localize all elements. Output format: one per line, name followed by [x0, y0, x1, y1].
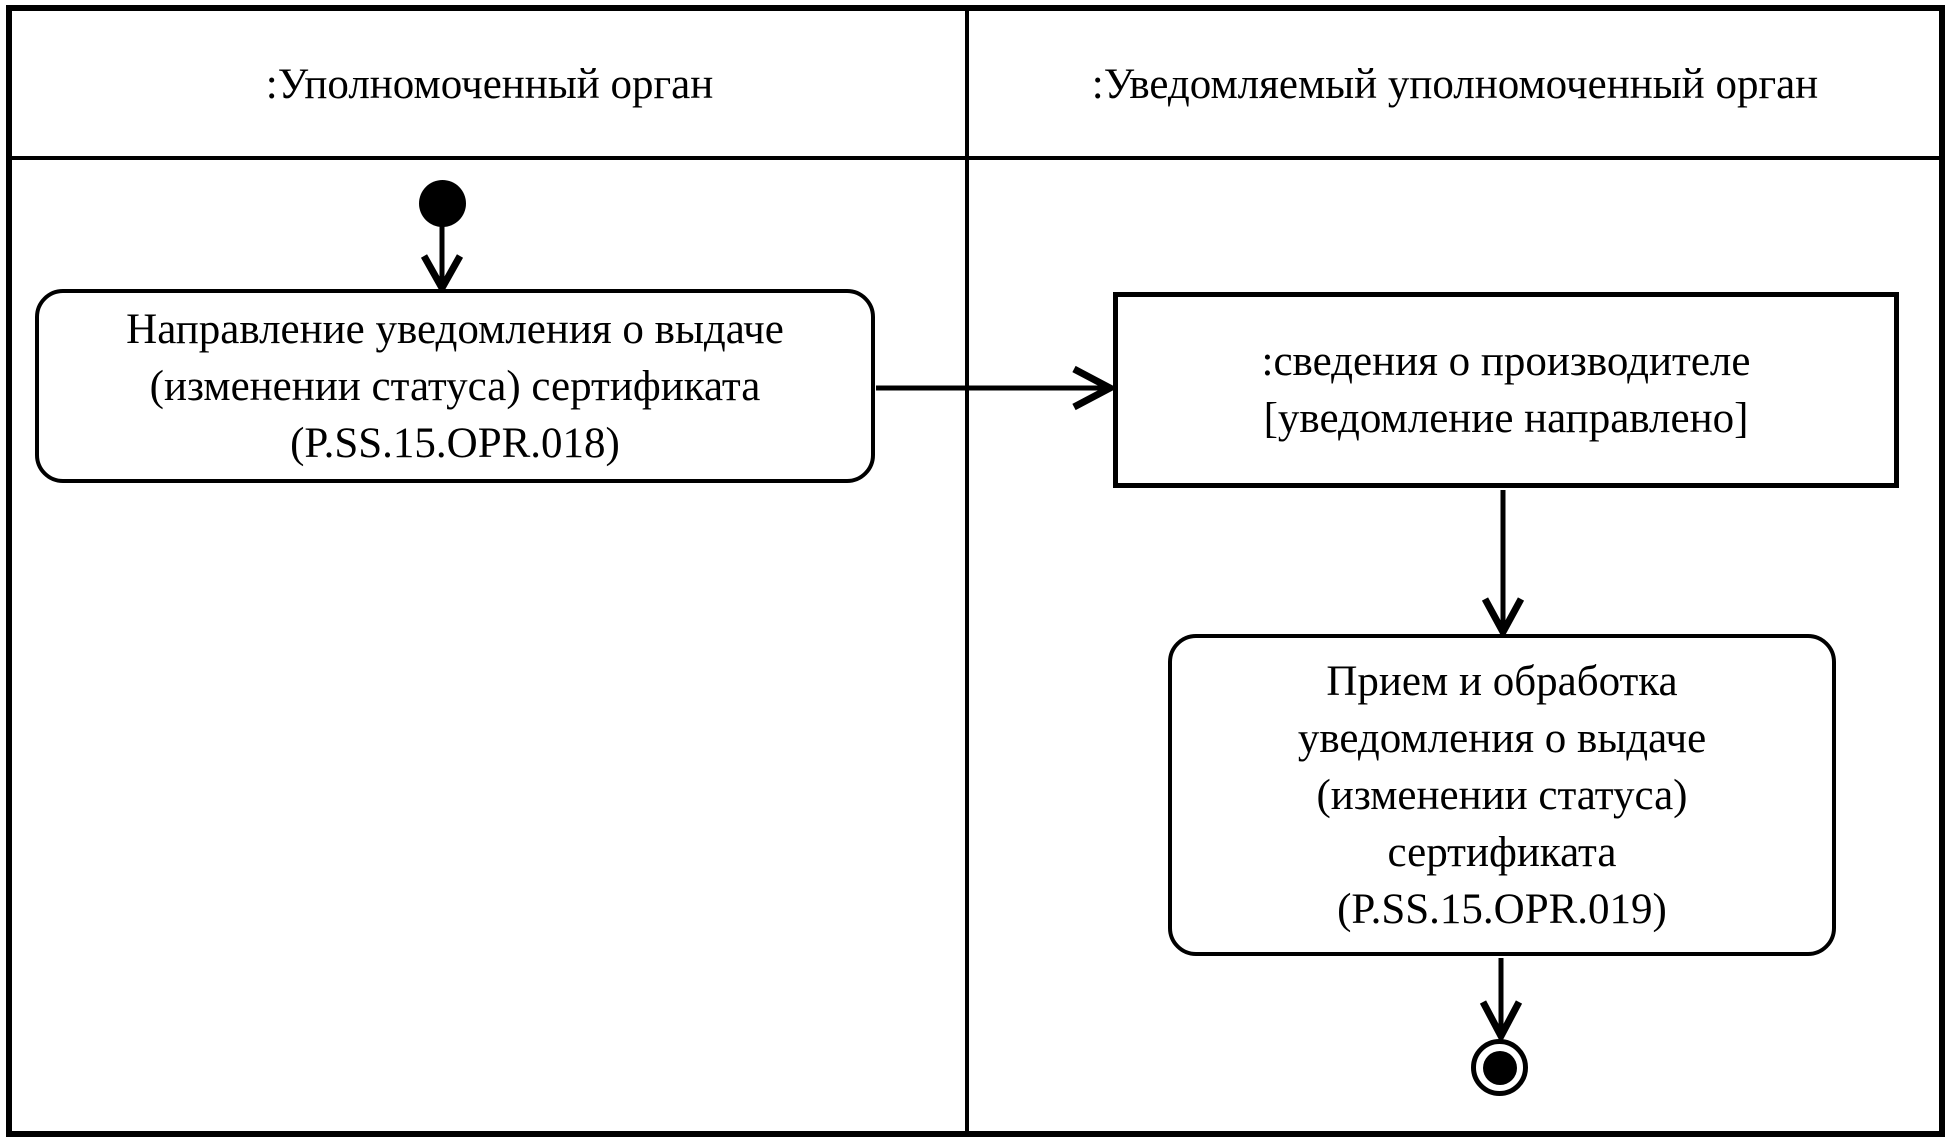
lane-header-authorized-body: :Уполномоченный орган — [14, 12, 965, 156]
final-node — [1471, 1039, 1528, 1096]
object-text-line: [уведомление направлено] — [1263, 395, 1749, 442]
action-text-line: сертификата — [1387, 828, 1617, 876]
header-separator — [6, 156, 1945, 160]
lane-title: :Уполномоченный орган — [265, 60, 714, 108]
object-node-manufacturer-info: :сведения о производителе [уведомление н… — [1113, 292, 1899, 488]
object-text-line: :сведения о производителе — [1261, 338, 1751, 385]
action-text-line: (изменении статуса) сертификата — [149, 362, 761, 410]
initial-node — [419, 180, 466, 227]
action-text-line: (P.SS.15.OPR.019) — [1337, 885, 1667, 933]
action-node-send-notification-018: Направление уведомления о выдаче (измене… — [35, 289, 875, 483]
lane-title: :Уведомляемый уполномоченный орган — [1091, 60, 1819, 108]
action-text-line: (изменении статуса) — [1316, 771, 1688, 819]
final-node-dot — [1482, 1050, 1517, 1085]
action-node-receive-process-019: Прием и обработка уведомления о выдаче (… — [1168, 634, 1836, 956]
action-text-line: Прием и обработка — [1326, 657, 1678, 705]
lane-header-notified-authorized-body: :Уведомляемый уполномоченный орган — [969, 12, 1941, 156]
lane-divider — [965, 5, 969, 1137]
action-text-line: уведомления о выдаче — [1297, 714, 1707, 762]
diagram-border — [6, 5, 1945, 1137]
action-text-line: Направление уведомления о выдаче — [126, 305, 784, 353]
action-text-line: (P.SS.15.OPR.018) — [290, 419, 620, 467]
